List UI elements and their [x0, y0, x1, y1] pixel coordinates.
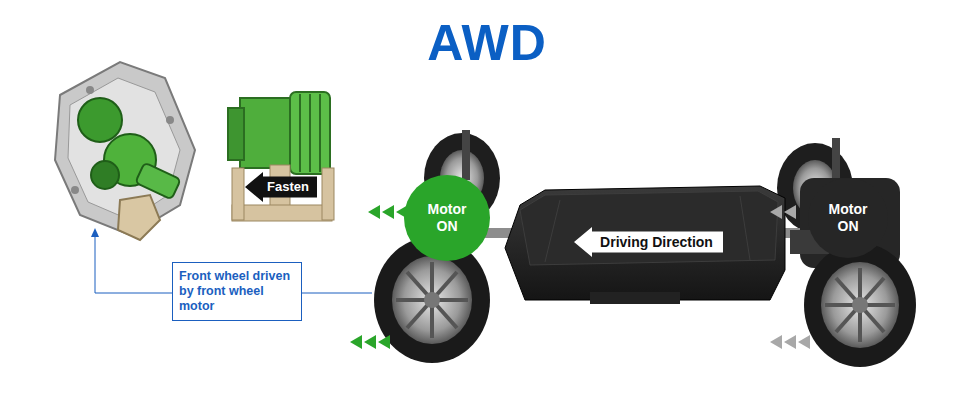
motor-on-circle: Motor ON [808, 178, 888, 258]
diagram-title: AWD [0, 14, 974, 72]
motor-on-circle: Motor ON [404, 175, 490, 261]
direction-arrow: Driving Direction [574, 227, 723, 257]
battery-pack [505, 186, 785, 304]
node-label: Motor ON [821, 201, 875, 235]
node-label: Fasten [267, 179, 309, 195]
callout-box: Front wheel driven by front wheel motor [172, 262, 302, 321]
node-label: Driving Direction [600, 234, 713, 251]
node-label: Motor ON [420, 201, 474, 235]
gearbox-drawing [55, 62, 195, 240]
fasten-arrow: Fasten [245, 172, 317, 202]
node-label: Front wheel driven by front wheel motor [179, 269, 295, 314]
clutch-drawing [228, 92, 334, 221]
